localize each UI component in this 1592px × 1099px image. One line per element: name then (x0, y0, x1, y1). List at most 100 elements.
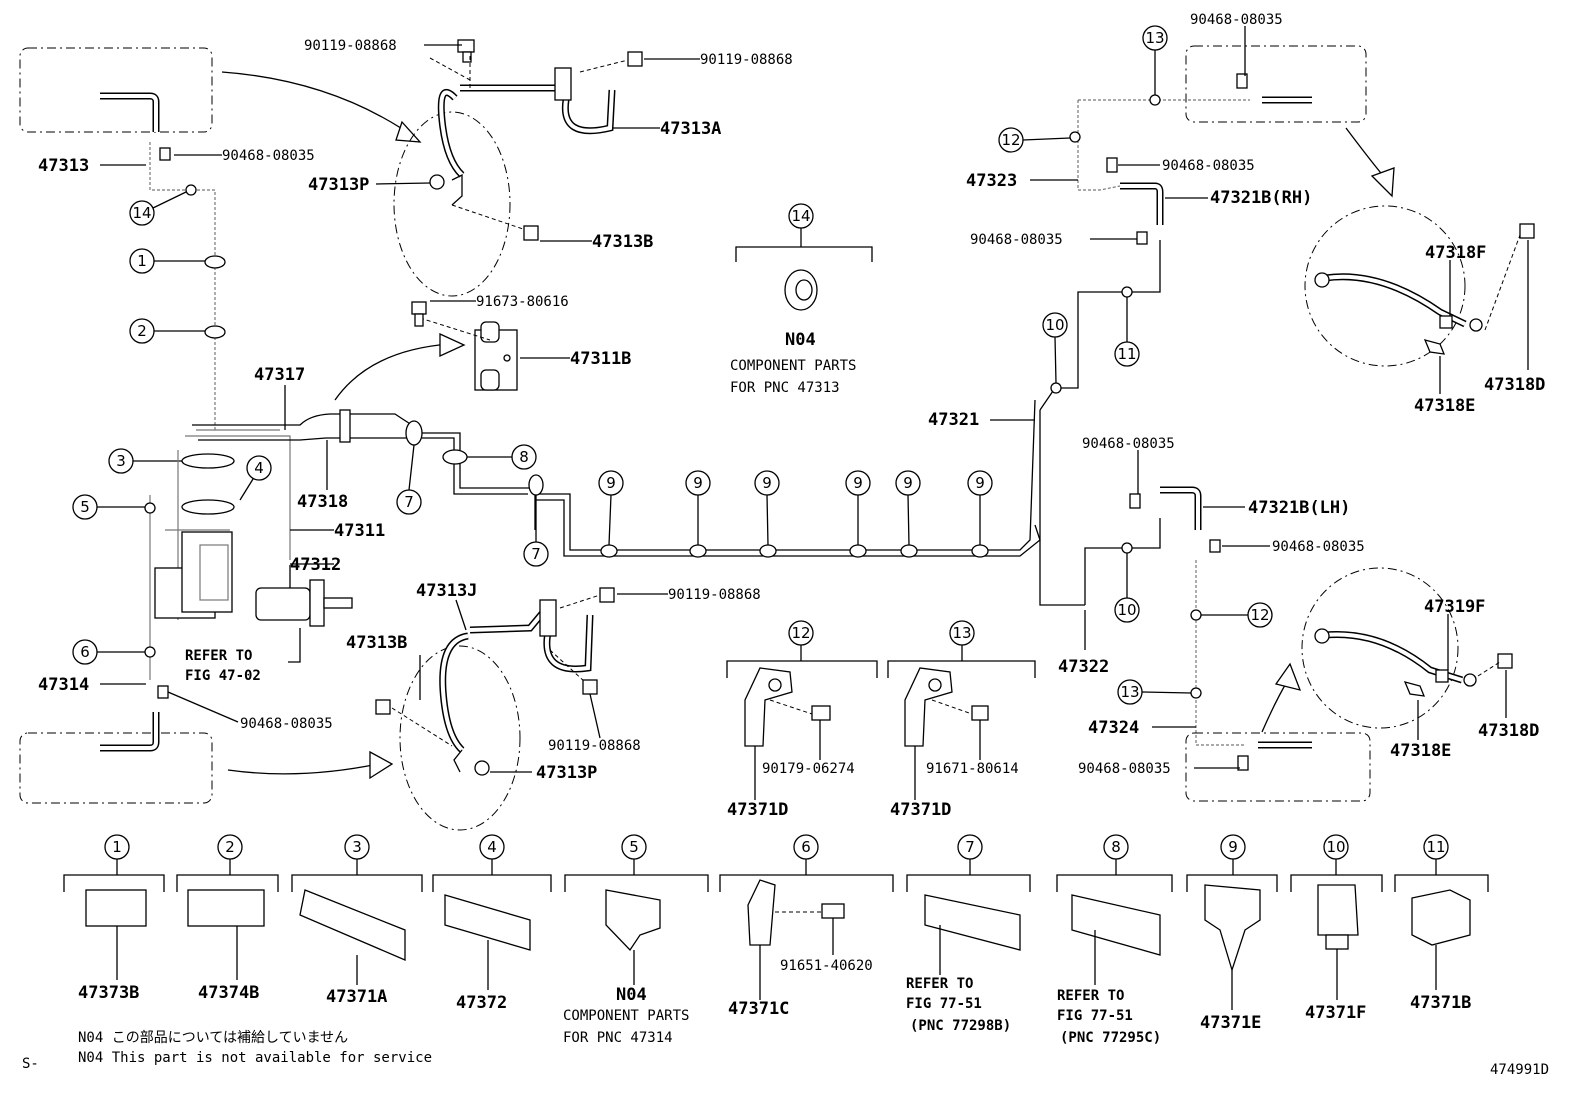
n04-top-code: N04 (785, 330, 816, 350)
note-en: N04 This part is not available for servi… (78, 1050, 432, 1066)
label-clip-bottom-right: 90468-08035 (1078, 761, 1171, 777)
callout-11-top: 11 (1117, 345, 1136, 363)
callout-8: 8 (519, 448, 529, 466)
label-47318: 47318 (297, 492, 348, 512)
legend-2-part: 47374B (198, 983, 259, 1003)
callout-9-f: 9 (975, 474, 985, 492)
hoses-47317 (192, 409, 536, 530)
hose-47319F (1261, 567, 1513, 733)
label-47313: 47313 (38, 156, 89, 176)
legend-callout-4: 4 (487, 838, 497, 856)
label-47322: 47322 (1058, 657, 1109, 677)
label-47318E-top: 47318E (1414, 396, 1475, 416)
box-top-left (19, 47, 422, 143)
refer-fig-line2: FIG 47-02 (185, 668, 261, 684)
bracket-group-13 (887, 620, 1036, 747)
box-bottom-left (19, 685, 213, 804)
legend-row (63, 834, 1489, 973)
label-clip-47313: 90468-08035 (222, 148, 315, 164)
callouts-left (72, 191, 272, 665)
label-47312: 47312 (290, 555, 341, 575)
legend-callout-5: 5 (629, 838, 639, 856)
callouts-9-row (396, 444, 993, 567)
label-47321B-RH: 47321B(RH) (1210, 188, 1312, 208)
callout-10-bot: 10 (1117, 601, 1136, 619)
box-top-right (1078, 45, 1395, 198)
callout-numbers: 14 1 2 3 4 5 6 7 7 8 9 9 9 9 9 9 14 13 1… (80, 29, 1445, 856)
legend-11-part: 47371B (1410, 993, 1471, 1013)
label-bolt-mid-lower: 90119-08868 (548, 738, 641, 754)
legend-7-line2: FIG 77-51 (906, 996, 982, 1012)
label-47313A: 47313A (660, 119, 721, 139)
label-47314: 47314 (38, 675, 89, 695)
refer-fig-line1: REFER TO (185, 648, 252, 664)
callout-12-top: 12 (1001, 131, 1020, 149)
legend-5-line1: COMPONENT PARTS (563, 1008, 689, 1024)
note-jp: N04 この部品については補給していません (78, 1030, 348, 1046)
route-right-lower (1084, 486, 1371, 802)
callout-9-c: 9 (762, 474, 772, 492)
callout-13-bracket: 13 (952, 624, 971, 642)
caliper-bottom-left (227, 587, 615, 831)
label-47371D-a: 47371D (727, 800, 788, 820)
legend-5-part: N04 (616, 985, 647, 1005)
label-47323: 47323 (966, 171, 1017, 191)
legend-callout-6: 6 (801, 838, 811, 856)
bracket-47311B (411, 301, 518, 391)
legend-9-part: 47371E (1200, 1013, 1261, 1033)
label-clip-top-right: 90468-08035 (1190, 12, 1283, 28)
callout-5: 5 (80, 498, 90, 516)
label-47318F: 47318F (1425, 243, 1486, 263)
n04-top-line2: FOR PNC 47313 (730, 380, 840, 396)
label-bolt-mid-right: 90119-08868 (668, 587, 761, 603)
label-47321B-LH: 47321B(LH) (1248, 498, 1350, 518)
legend-8-line1: REFER TO (1057, 988, 1124, 1004)
label-clip-47321B-LH-right: 90468-08035 (1272, 539, 1365, 555)
legend-callout-8: 8 (1111, 838, 1121, 856)
callout-13-bot: 13 (1120, 683, 1139, 701)
legend-callout-10: 10 (1326, 838, 1345, 856)
legend-callout-2: 2 (225, 838, 235, 856)
label-47313J: 47313J (416, 581, 477, 601)
leader-lines (100, 26, 1529, 1010)
callout-3: 3 (116, 452, 126, 470)
label-47311: 47311 (334, 521, 385, 541)
label-47317: 47317 (254, 365, 305, 385)
label-47318D-bot: 47318D (1478, 721, 1539, 741)
callout-9-e: 9 (903, 474, 913, 492)
label-clip-47321B-RH: 90468-08035 (970, 232, 1063, 248)
callout-2: 2 (137, 322, 147, 340)
label-47313B-bot: 47313B (346, 633, 407, 653)
main-pipe-bundle (442, 399, 1085, 606)
n04-top-group (735, 203, 873, 311)
route-right-top (998, 25, 1168, 411)
legend-callout-1: 1 (112, 838, 122, 856)
legend-8-line3: (PNC 77295C) (1060, 1030, 1161, 1046)
label-47321: 47321 (928, 410, 979, 430)
legend-1-part: 47373B (78, 983, 139, 1003)
callout-6: 6 (80, 643, 90, 661)
callout-9-a: 9 (606, 474, 616, 492)
master-cylinder-group (154, 429, 353, 663)
legend-callout-11: 11 (1426, 838, 1445, 856)
bracket-group-12 (726, 620, 878, 747)
labels: 90119-08868 90119-08868 47313A 90468-080… (22, 12, 1549, 1078)
label-47313P-bot: 47313P (536, 763, 597, 783)
callout-13-top: 13 (1145, 29, 1164, 47)
callout-4: 4 (254, 459, 264, 477)
diagram-id: 474991D (1490, 1062, 1549, 1078)
label-clip-47323: 90468-08035 (1162, 158, 1255, 174)
label-47313B-top: 47313B (592, 232, 653, 252)
label-bolt-12: 90179-06274 (762, 761, 855, 777)
prefix-label: S- (22, 1056, 39, 1072)
legend-callout-3: 3 (352, 838, 362, 856)
hose-47318F (1304, 205, 1535, 367)
label-47371D-b: 47371D (890, 800, 951, 820)
legend-callout-7: 7 (965, 838, 975, 856)
legend-3-part: 47371A (326, 987, 387, 1007)
n04-top-line1: COMPONENT PARTS (730, 358, 856, 374)
legend-8-line2: FIG 77-51 (1057, 1008, 1133, 1024)
legend-6-bolt: 91651-40620 (780, 958, 873, 974)
label-47319F: 47319F (1424, 597, 1485, 617)
